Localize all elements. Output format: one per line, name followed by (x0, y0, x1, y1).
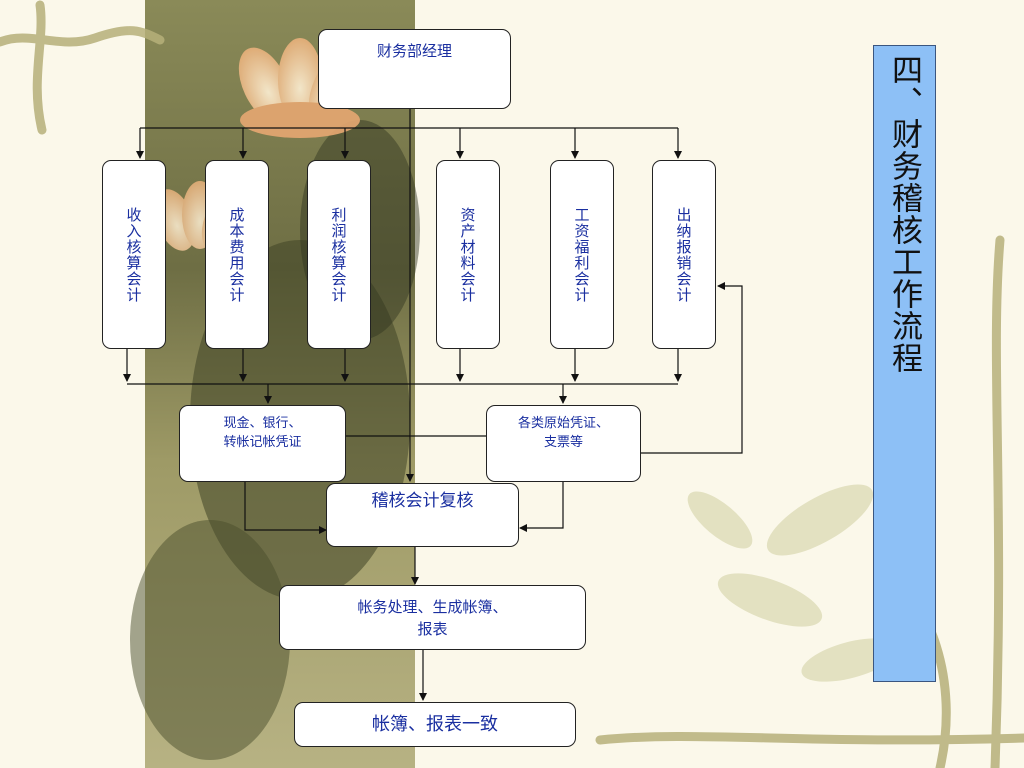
connector-arrow (640, 282, 743, 454)
node-label: 帐务处理、生成帐簿、 报表 (357, 597, 508, 638)
node-label: 各类原始凭证、 支票等 (517, 416, 609, 450)
node-original-vouchers: 各类原始凭证、 支票等 (486, 405, 641, 482)
connector-arrow (519, 482, 564, 532)
node-profit-accountant: 利润核算会计 (307, 160, 371, 349)
slide-title-panel: 四、财务稽核工作流程 (873, 45, 936, 682)
node-label: 财务部经理 (376, 42, 452, 60)
node-income-accountant: 收入核算会计 (102, 160, 166, 349)
node-label: 稽核会计复核 (371, 491, 474, 511)
node-finance-manager: 财务部经理 (318, 29, 511, 109)
node-label: 收入核算会计 (124, 206, 143, 303)
node-books-consistent: 帐簿、报表一致 (294, 702, 576, 747)
node-bookkeeping-vouchers: 现金、银行、 转帐记帐凭证 (179, 405, 346, 482)
node-cost-accountant: 成本费用会计 (205, 160, 269, 349)
node-label: 资产材料会计 (458, 206, 477, 303)
node-label: 工资福利会计 (572, 206, 591, 303)
node-account-processing: 帐务处理、生成帐簿、 报表 (279, 585, 586, 650)
slide-title: 四、财务稽核工作流程 (886, 54, 922, 374)
node-cashier-accountant: 出纳报销会计 (652, 160, 716, 349)
node-audit-review: 稽核会计复核 (326, 483, 519, 547)
leaf-shadow (130, 520, 290, 760)
connector-arrow (244, 482, 327, 534)
node-label: 帐簿、报表一致 (372, 714, 498, 735)
node-wages-accountant: 工资福利会计 (550, 160, 614, 349)
node-assets-accountant: 资产材料会计 (436, 160, 500, 349)
node-label: 出纳报销会计 (674, 206, 693, 303)
node-label: 利润核算会计 (329, 206, 348, 303)
node-label: 成本费用会计 (227, 206, 246, 303)
node-label: 现金、银行、 转帐记帐凭证 (223, 416, 302, 450)
